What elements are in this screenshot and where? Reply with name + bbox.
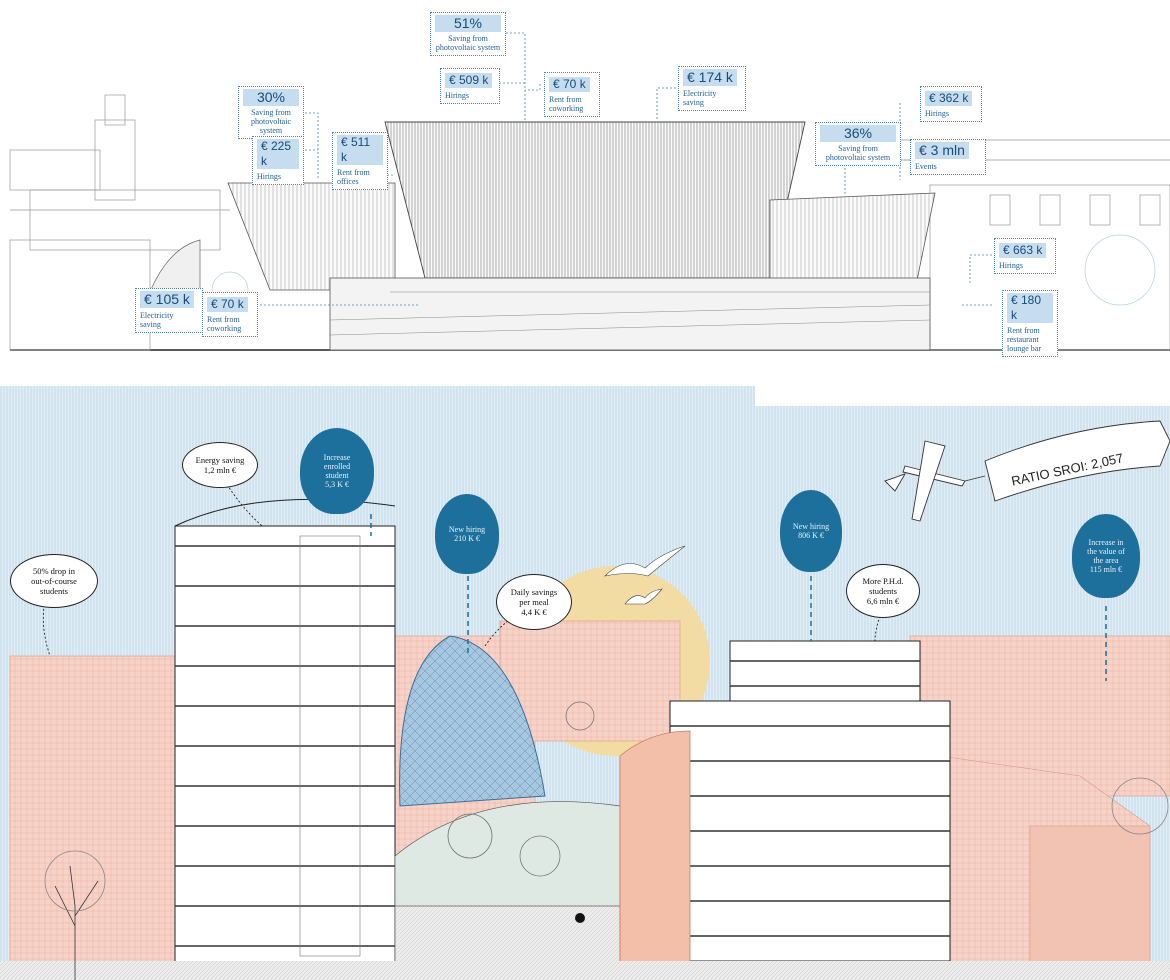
thought-cloud-k1: Energy saving 1,2 mln €	[182, 442, 258, 488]
card-value: € 3 mln	[915, 142, 969, 159]
cloud-text: Daily savings	[510, 587, 558, 597]
value-card-c9: € 362 k Hirings	[920, 86, 982, 122]
balloon-text: New hiring	[792, 522, 830, 531]
value-card-c6: € 225 k Hirings	[252, 136, 304, 185]
value-card-c3: € 70 k Rent from coworking	[544, 72, 600, 117]
balloon-text: the area	[1093, 556, 1119, 565]
card-label: Electricity	[683, 89, 717, 98]
card-label: Hirings	[257, 172, 281, 181]
cloud-text: Energy saving	[195, 455, 245, 465]
thought-cloud-k2: 50% drop in out-of-course students	[10, 554, 98, 608]
value-card-c10: € 3 mln Events	[910, 139, 986, 175]
card-label: restaurant	[1007, 335, 1039, 344]
card-value: 36%	[820, 125, 896, 142]
thought-cloud-k3: Daily savings per meal 4,4 K €	[496, 574, 572, 630]
cloud-text: 4,4 K €	[521, 607, 547, 617]
balloon-text: 210 K €	[454, 534, 480, 543]
card-value: € 105 k	[140, 291, 194, 308]
card-value: € 509 k	[445, 73, 493, 88]
cloud-text: students	[869, 586, 897, 596]
value-card-c2: € 509 k Hirings	[440, 68, 500, 104]
value-card-c13: € 105 k Electricity saving	[135, 288, 203, 333]
balloon-b1: Increase enrolled student 5,3 K €	[300, 428, 374, 514]
card-label: Rent from	[337, 168, 370, 177]
card-label: saving	[683, 98, 704, 107]
card-value: € 174 k	[683, 69, 737, 86]
elevation-section: 51% Saving from photovoltaic system € 50…	[0, 0, 1170, 360]
card-value: € 362 k	[925, 91, 973, 106]
value-card-c11: € 663 k Hirings	[994, 238, 1056, 274]
balloon-b4: Increase in the value of the area 115 ml…	[1072, 514, 1140, 598]
card-label: Hirings	[925, 109, 949, 118]
cloud-text: 50% drop in	[32, 566, 75, 576]
cloud-text: More P.H.d.	[862, 576, 904, 586]
balloon-text: 115 mln €	[1089, 565, 1123, 574]
cloud-text: out-of-course	[31, 576, 77, 586]
balloon-text: 5,3 K €	[325, 480, 349, 489]
balloon-text: New hiring	[448, 525, 486, 534]
card-value: € 663 k	[999, 243, 1047, 258]
thought-cloud-k4: More P.H.d. students 6,6 mln €	[846, 564, 920, 618]
cloud-text: 1,2 mln €	[203, 465, 237, 475]
cloud-text: 6,6 mln €	[866, 596, 900, 606]
card-label: saving	[140, 320, 161, 329]
card-value: € 511 k	[337, 135, 383, 165]
card-value: 30%	[243, 89, 299, 106]
card-label: photovoltaic system	[825, 153, 891, 162]
card-label: offices	[337, 177, 359, 186]
balloon-text: 806 K €	[798, 531, 824, 540]
card-label: photovoltaic	[251, 117, 291, 126]
card-value: € 225 k	[257, 139, 299, 169]
value-card-c14: € 70 k Rent from coworking	[202, 292, 258, 337]
balloon-b2: New hiring 210 K €	[435, 494, 499, 574]
card-label: photovoltaic system	[435, 43, 501, 52]
card-label: Events	[915, 162, 937, 171]
card-label: coworking	[549, 104, 584, 113]
balloon-text: student	[325, 471, 349, 480]
card-label: Hirings	[999, 261, 1023, 270]
card-label: Rent from	[1007, 326, 1040, 335]
balloon-text: Increase	[323, 453, 351, 462]
illustration-drawing	[0, 386, 1170, 980]
value-card-c1: 51% Saving from photovoltaic system	[430, 12, 506, 56]
card-value: € 70 k	[207, 297, 248, 312]
card-label: coworking	[207, 324, 242, 333]
cloud-text: students	[40, 586, 68, 596]
card-value: 51%	[435, 15, 501, 32]
balloon-text: enrolled	[323, 462, 351, 471]
elevation-drawing	[9, 32, 1170, 351]
value-card-c8: 36% Saving from photovoltaic system	[815, 122, 901, 166]
value-card-c5: 30% Saving from photovoltaic system	[238, 86, 304, 139]
value-card-c12: € 180 k Rent from restaurant lounge bar	[1002, 290, 1058, 357]
balloon-b3: New hiring 806 K €	[780, 490, 842, 572]
card-label: Rent from	[207, 315, 240, 324]
campus-illustration: RATIO SROI: 2,057 Increase enrolled stud…	[0, 386, 1170, 980]
cloud-text: per meal	[519, 597, 549, 607]
card-label: Electricity	[140, 311, 174, 320]
card-label: system	[259, 126, 283, 135]
card-value: € 180 k	[1007, 293, 1053, 323]
value-card-c4: € 174 k Electricity saving	[678, 66, 746, 111]
card-label: Saving from	[838, 144, 878, 153]
card-label: lounge bar	[1007, 344, 1041, 353]
card-label: Rent from	[549, 95, 582, 104]
value-card-c7: € 511 k Rent from offices	[332, 132, 388, 190]
card-label: Saving from	[448, 34, 488, 43]
card-label: Saving from	[251, 108, 291, 117]
card-value: € 70 k	[549, 77, 590, 92]
balloon-text: Increase in	[1088, 538, 1124, 547]
card-label: Hirings	[445, 91, 469, 100]
balloon-text: the value of	[1087, 547, 1125, 556]
